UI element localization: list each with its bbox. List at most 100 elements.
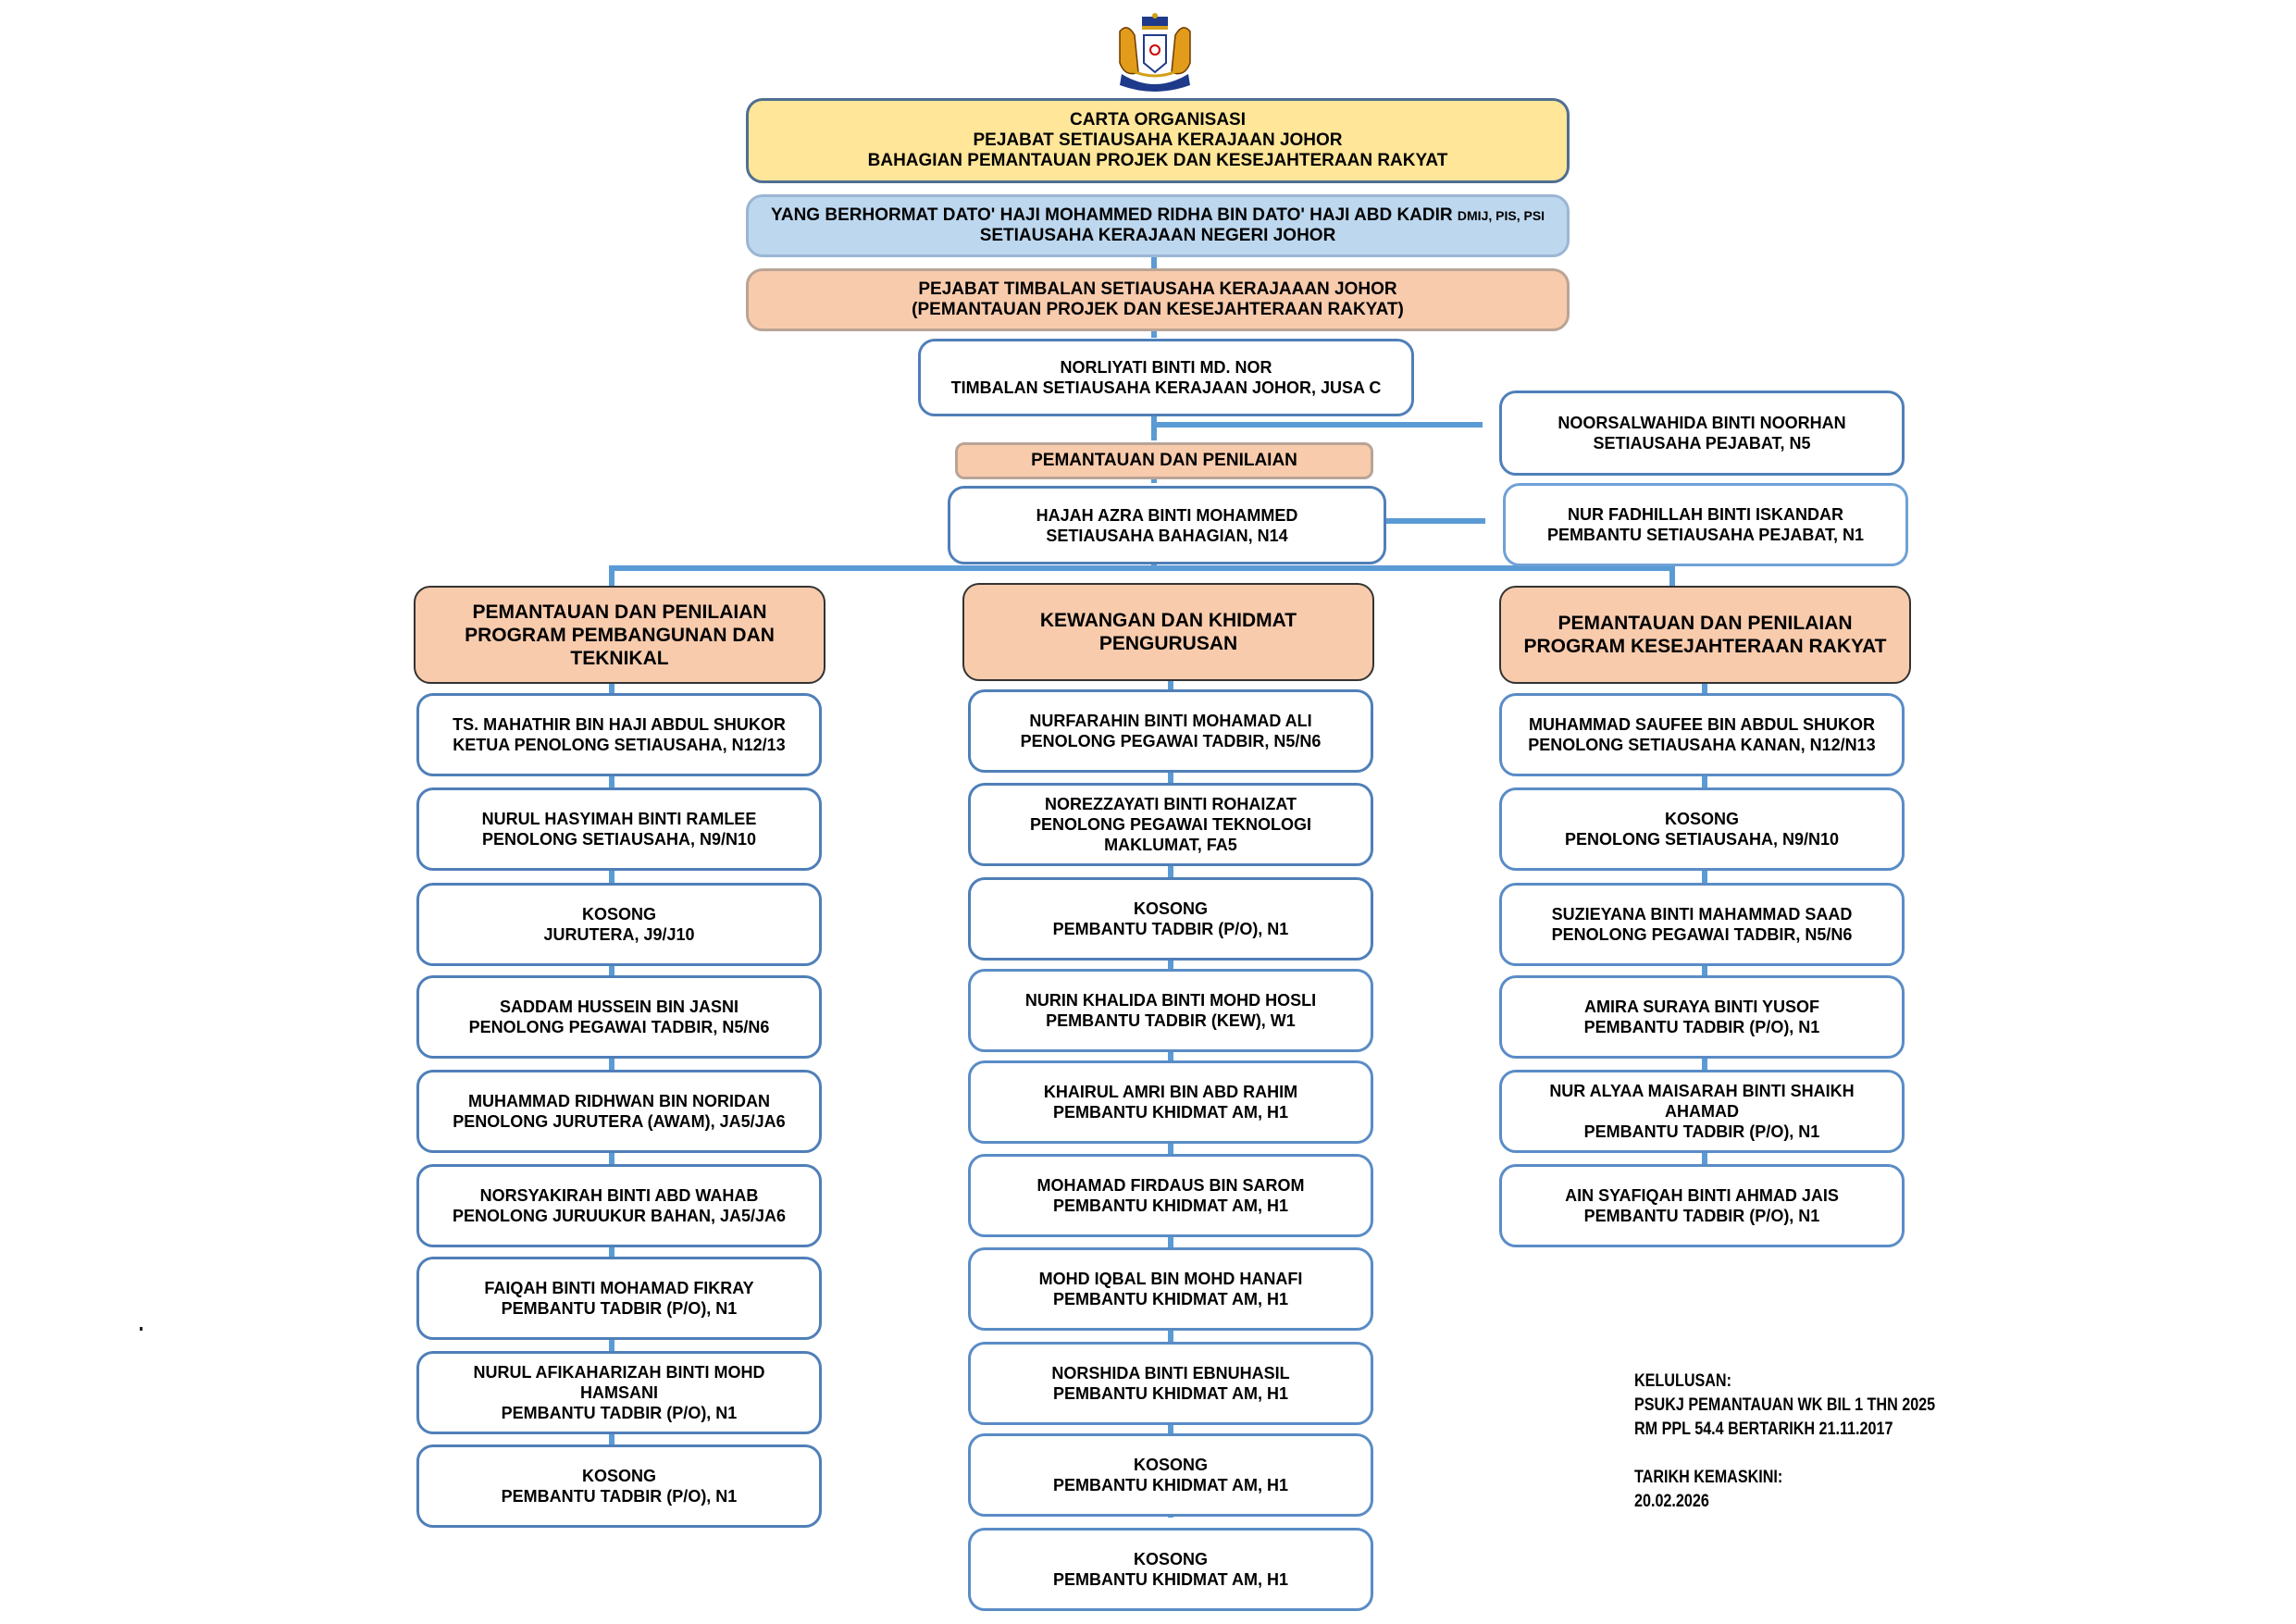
staff-title: AHAMAD [1665,1102,1739,1121]
deputy-office-line: (PEMANTAUAN PROJEK DAN KESEJAHTERAAN RAK… [912,300,1404,319]
staff-name: NORSYAKIRAH BINTI ABD WAHAB [479,1186,759,1205]
deputy-secretary-name: NORLIYATI BINTI MD. NOR [1060,358,1272,377]
staff-title: PEMBANTU KHIDMAT AM, H1 [1053,1290,1288,1308]
staff-box: AMIRA SURAYA BINTI YUSOF PEMBANTU TADBIR … [1499,975,1905,1059]
staff-title: PENOLONG PEGAWAI TADBIR, N5/N6 [1020,732,1322,750]
staff-title: PEMBANTU TADBIR (P/O), N1 [1583,1207,1820,1225]
staff-title: PENOLONG JURUUKUR BAHAN, JA5/JA6 [452,1207,787,1225]
office-assistant-box: NUR FADHILLAH BINTI ISKANDAR PEMBANTU SE… [1503,483,1908,566]
staff-name: KOSONG [1133,1456,1208,1474]
staff-title: PEMBANTU TADBIR (P/O), N1 [501,1404,738,1422]
deputy-secretary-title: TIMBALAN SETIAUSAHA KERAJAAN JOHOR, JUSA… [950,378,1382,397]
staff-box: NORSYAKIRAH BINTI ABD WAHAB PENOLONG JURU… [416,1164,822,1247]
staff-name: NURFARAHIN BINTI MOHAMAD ALI [1029,712,1312,730]
staff-title: PEMBANTU TADBIR (P/O), N1 [501,1299,738,1318]
division-label: PEMANTAUAN DAN PENILAIAN [1031,451,1297,470]
approval-notes: KELULUSAN: PSUKJ PEMANTAUAN WK BIL 1 THN… [1634,1370,1935,1514]
staff-box: NURFARAHIN BINTI MOHAMAD ALI PENOLONG PEG… [968,689,1373,773]
notes-spacer [1634,1442,1935,1466]
deputy-office-box: PEJABAT TIMBALAN SETIAUSAHA KERAJAAAN JO… [746,268,1570,331]
approval-label: KELULUSAN: [1634,1371,1731,1391]
section-title-line: PEMANTAUAN DAN PENILAIAN [1558,613,1853,634]
chart-title-line: CARTA ORGANISASI [1070,110,1246,130]
staff-title: KETUA PENOLONG SETIAUSAHA, N12/13 [453,736,786,754]
staff-box: KOSONG PEMBANTU KHIDMAT AM, H1 [968,1528,1373,1611]
stray-dot [140,1327,143,1331]
staff-box: KOSONG PEMBANTU TADBIR (P/O), N1 [968,877,1373,961]
section-header-finance: KEWANGAN DAN KHIDMAT PENGURUSAN [962,583,1374,681]
staff-name: MUHAMMAD RIDHWAN BIN NORIDAN [468,1092,770,1110]
staff-box: MUHAMMAD RIDHWAN BIN NORIDAN PENOLONG JUR… [416,1070,822,1153]
staff-box: KOSONG PEMBANTU KHIDMAT AM, H1 [968,1433,1373,1517]
section-title-line: PEMANTAUAN DAN PENILAIAN [472,601,767,623]
office-secretary-title: SETIAUSAHA PEJABAT, N5 [1593,434,1811,452]
connector-line [1347,518,1485,524]
deputy-secretary-box: NORLIYATI BINTI MD. NOR TIMBALAN SETIAUS… [918,339,1414,416]
staff-title: PEMBANTU TADBIR (P/O), N1 [1583,1018,1820,1036]
staff-title: PENOLONG JURUTERA (AWAM), JA5/JA6 [453,1112,786,1131]
section-title-line: KEWANGAN DAN KHIDMAT [1039,610,1297,631]
section-title-line: PENGURUSAN [1098,633,1238,654]
staff-title: PENOLONG SETIAUSAHA, N9/N10 [481,830,757,849]
staff-title: PEMBANTU KHIDMAT AM, H1 [1053,1570,1288,1589]
staff-box: SADDAM HUSSEIN BIN JASNI PENOLONG PEGAWAI… [416,975,822,1059]
staff-title: PEMBANTU KHIDMAT AM, H1 [1053,1196,1288,1215]
staff-name: NURUL AFIKAHARIZAH BINTI MOHD [473,1363,765,1382]
staff-name: NUR ALYAA MAISARAH BINTI SHAIKH [1549,1082,1855,1100]
staff-title: PENOLONG PEGAWAI TEKNOLOGI [1029,815,1312,834]
staff-title: PEMBANTU TADBIR (P/O), N1 [501,1487,738,1506]
office-secretary-box: NOORSALWAHIDA BINTI NOORHAN SETIAUSAHA P… [1499,391,1905,476]
division-secretary-name: HAJAH AZRA BINTI MOHAMMED [1036,505,1298,525]
section-header-development: PEMANTAUAN DAN PENILAIAN PROGRAM PEMBANG… [414,586,825,684]
staff-title: PEMBANTU KHIDMAT AM, H1 [1053,1384,1288,1403]
staff-title: JURUTERA, J9/J10 [543,925,695,944]
staff-name: FAIQAH BINTI MOHAMAD FIKRAY [484,1279,754,1297]
office-secretary-name: NOORSALWAHIDA BINTI NOORHAN [1558,414,1846,432]
staff-name: KOSONG [1664,810,1739,828]
section-title-line: PROGRAM PEMBANGUNAN DAN [465,624,775,646]
staff-title: PENOLONG SETIAUSAHA KANAN, N12/N13 [1528,736,1876,754]
staff-name: NORSHIDA BINTI EBNUHASIL [1051,1364,1290,1382]
staff-title: PENOLONG PEGAWAI TADBIR, N5/N6 [468,1018,770,1036]
connector-line [1154,422,1483,428]
approval-line: RM PPL 54.4 BERTARIKH 21.11.2017 [1634,1419,1893,1439]
staff-title: PENOLONG SETIAUSAHA, N9/N10 [1564,830,1840,849]
staff-box: MOHD IQBAL BIN MOHD HANAFI PEMBANTU KHIDM… [968,1247,1373,1331]
staff-title: PENOLONG PEGAWAI TADBIR, N5/N6 [1551,925,1853,944]
chart-title-line: BAHAGIAN PEMANTAUAN PROJEK DAN KESEJAHTE… [867,151,1448,170]
section-title-line: TEKNIKAL [570,647,669,669]
staff-title: MAKLUMAT, FA5 [1104,836,1237,854]
division-secretary-title: SETIAUSAHA BAHAGIAN, N14 [1046,526,1288,545]
johor-coat-of-arms-icon [1111,13,1199,93]
office-assistant-name: NUR FADHILLAH BINTI ISKANDAR [1568,505,1843,524]
division-secretary-box: HAJAH AZRA BINTI MOHAMMED SETIAUSAHA BAH… [948,486,1386,564]
staff-box: NORSHIDA BINTI EBNUHASIL PEMBANTU KHIDMAT… [968,1342,1373,1425]
staff-name: KOSONG [1133,1550,1208,1568]
state-secretary-box: YANG BERHORMAT DATO' HAJI MOHAMMED RIDHA… [746,194,1570,257]
staff-name: NURIN KHALIDA BINTI MOHD HOSLI [1024,991,1317,1010]
staff-name: MUHAMMAD SAUFEE BIN ABDUL SHUKOR [1529,715,1875,734]
staff-name: AMIRA SURAYA BINTI YUSOF [1583,998,1820,1016]
deputy-office-line: PEJABAT TIMBALAN SETIAUSAHA KERAJAAAN JO… [918,279,1397,299]
staff-name: KOSONG [581,905,656,924]
staff-name: MOHD IQBAL BIN MOHD HANAFI [1038,1270,1303,1288]
approval-line: PSUKJ PEMANTAUAN WK BIL 1 THN 2025 [1634,1395,1936,1415]
staff-name: SADDAM HUSSEIN BIN JASNI [499,998,739,1016]
staff-name: KHAIRUL AMRI BIN ABD RAHIM [1043,1083,1298,1101]
staff-box: NOREZZAYATI BINTI ROHAIZAT PENOLONG PEGAW… [968,783,1373,866]
staff-name: KOSONG [1133,899,1208,918]
office-assistant-title: PEMBANTU SETIAUSAHA PEJABAT, N1 [1546,526,1865,544]
staff-title: PEMBANTU TADBIR (P/O), N1 [1052,920,1289,938]
staff-name: MOHAMAD FIRDAUS BIN SAROM [1036,1176,1305,1195]
staff-title: PEMBANTU KHIDMAT AM, H1 [1053,1476,1288,1494]
staff-name: NOREZZAYATI BINTI ROHAIZAT [1044,795,1297,813]
staff-name: SUZIEYANA BINTI MAHAMMAD SAAD [1551,905,1853,924]
staff-box: KOSONG PENOLONG SETIAUSAHA, N9/N10 [1499,787,1905,871]
